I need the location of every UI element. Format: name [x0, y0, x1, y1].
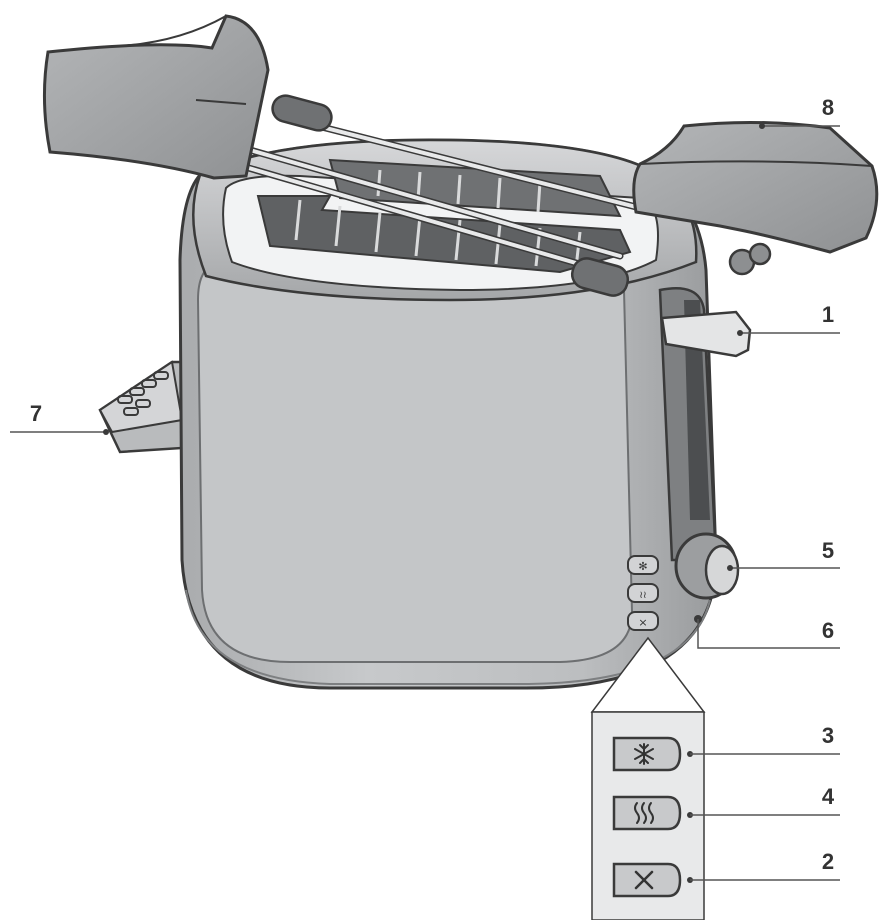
svg-text:≀≀: ≀≀ — [639, 590, 647, 601]
bun-warmer-wires — [224, 94, 652, 297]
reheat-button — [612, 795, 682, 831]
callout-3: 3 — [822, 723, 834, 748]
cancel-button — [612, 862, 682, 898]
svg-text:×: × — [638, 616, 647, 629]
lever — [658, 287, 752, 562]
bun-warmer-rack — [632, 120, 879, 276]
callout-8: 8 — [822, 95, 834, 120]
callout-4: 4 — [822, 784, 835, 809]
callout-7: 7 — [30, 401, 42, 426]
callout-5: 5 — [822, 538, 834, 563]
bun-warmer-wing-left — [42, 14, 270, 180]
callout-6: 6 — [822, 618, 834, 643]
callout-1: 1 — [822, 302, 834, 327]
body-buttons: ✻ ≀≀ × — [627, 555, 659, 631]
button-detail-panel — [590, 636, 706, 920]
browning-control-knob — [674, 532, 740, 600]
crumb-tray — [98, 360, 184, 454]
callout-2: 2 — [822, 849, 834, 874]
defrost-button — [612, 736, 682, 772]
snowflake-icon — [634, 743, 654, 765]
svg-text:✻: ✻ — [638, 560, 647, 573]
cross-icon — [634, 870, 654, 890]
callout-labels: 8 1 5 6 7 3 4 2 — [30, 95, 835, 874]
heat-waves-icon — [634, 802, 654, 824]
leader-lines — [10, 123, 840, 881]
bread-slots — [222, 158, 659, 292]
